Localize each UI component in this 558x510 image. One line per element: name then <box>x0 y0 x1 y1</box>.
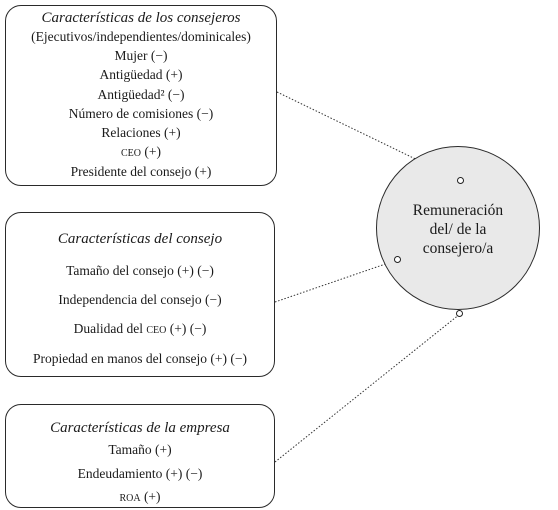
connector-consejo <box>274 259 398 303</box>
connector-empresa <box>274 313 461 463</box>
roa-abbrev: ROA <box>119 490 141 505</box>
anchor-dot-left <box>394 256 401 263</box>
outcome-line-3: consejero/a <box>422 239 494 257</box>
box-director-characteristics: Características de los consejeros (Ejecu… <box>5 5 277 186</box>
ceo-abbrev: CEO <box>146 322 167 337</box>
item-firm-size: Tamaño (+) <box>108 442 172 457</box>
item-committees: Número de comisiones (−) <box>68 105 214 121</box>
duality-sign: (+) (−) <box>166 321 207 336</box>
item-gender: Mujer (−) <box>114 48 168 64</box>
item-board-size: Tamaño del consejo (+) (−) <box>66 263 214 278</box>
item-ceo: CEO (+) <box>6 142 276 162</box>
box-title: Características del consejo <box>57 231 223 247</box>
item-relations: Relaciones (+) <box>101 125 181 141</box>
ceo-abbrev: CEO <box>121 145 141 161</box>
item-ceo-duality: Dualidad del CEO (+) (−) <box>6 314 274 344</box>
box-title: Características de los consejeros <box>41 10 241 26</box>
box-firm-characteristics: Características de la empresa Tamaño (+)… <box>5 404 275 508</box>
box-board-characteristics: Características del consejo Tamaño del c… <box>5 212 275 377</box>
anchor-dot-bottom <box>456 310 463 317</box>
anchor-dot-top <box>457 177 464 184</box>
item-tenure: Antigüedad (+) <box>99 67 183 83</box>
outcome-line-1: Remuneración <box>412 201 504 219</box>
item-chairman: Presidente del consejo (+) <box>70 164 212 180</box>
item-leverage: Endeudamiento (+) (−) <box>77 465 203 481</box>
item-board-independence: Independencia del consejo (−) <box>58 292 222 307</box>
item-director-type: (Ejecutivos/independientes/dominicales) <box>31 29 251 44</box>
item-roa: ROA (+) <box>6 485 274 510</box>
item-tenure-squared: Antigüedad² (−) <box>97 86 185 102</box>
item-board-ownership: Propiedad en manos del consejo (+) (−) <box>33 351 247 366</box>
duality-prefix: Dualidad del <box>73 321 147 336</box>
roa-sign: (+) <box>140 489 161 504</box>
connector-consejeros <box>276 91 462 182</box>
box-title: Características de la empresa <box>50 420 230 436</box>
outcome-circle: Remuneración del/ de la consejero/a <box>376 146 540 310</box>
outcome-label: Remuneración del/ de la consejero/a <box>413 199 503 258</box>
outcome-line-2: del/ de la <box>429 220 487 238</box>
ceo-sign: (+) <box>141 144 161 160</box>
